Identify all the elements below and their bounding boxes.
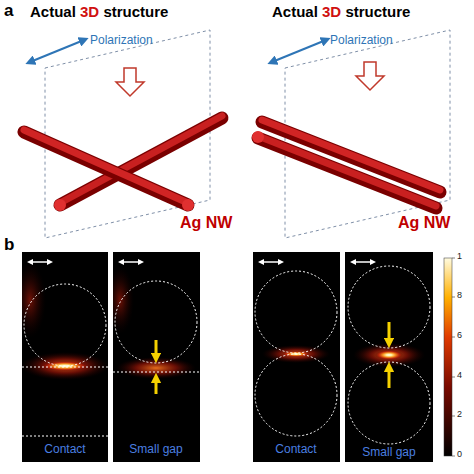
colorbar-tick: 1 bbox=[457, 252, 462, 262]
colorbar-tick: 4 bbox=[457, 371, 462, 381]
polarization-label: Polarization bbox=[90, 34, 153, 47]
incident-arrow bbox=[356, 62, 384, 90]
color-bar-ticks bbox=[452, 258, 455, 456]
panel-letter: b bbox=[4, 236, 14, 255]
case-label: Contact bbox=[275, 443, 316, 456]
field-map-small-gap bbox=[113, 252, 200, 462]
field-map-contact bbox=[22, 252, 108, 462]
panel-title: Actual 3D structure bbox=[272, 4, 410, 21]
field-map-small-gap bbox=[345, 252, 433, 462]
panel-letter: a bbox=[4, 2, 13, 21]
color-bar bbox=[444, 258, 452, 456]
polarization-arrow bbox=[30, 40, 84, 62]
material-label: Ag NW bbox=[398, 214, 450, 232]
parallel-nanowires bbox=[252, 120, 440, 208]
material-label: Ag NW bbox=[180, 214, 232, 232]
colorbar-tick: 0 bbox=[457, 450, 462, 460]
colorbar-tick: 8 bbox=[457, 291, 462, 301]
colorbar-tick: 6 bbox=[457, 331, 462, 341]
panel-title: Actual 3D structure bbox=[30, 4, 168, 21]
polarization-label: Polarization bbox=[330, 34, 393, 47]
case-label: Small gap bbox=[362, 446, 415, 459]
crossed-nanowires bbox=[24, 116, 222, 211]
colorbar-tick: 2 bbox=[457, 410, 462, 420]
polarization-arrow bbox=[272, 40, 326, 62]
case-label: Contact bbox=[44, 443, 85, 456]
case-label: Small gap bbox=[129, 443, 182, 456]
incident-arrow bbox=[116, 68, 144, 96]
field-map-contact bbox=[253, 252, 340, 462]
